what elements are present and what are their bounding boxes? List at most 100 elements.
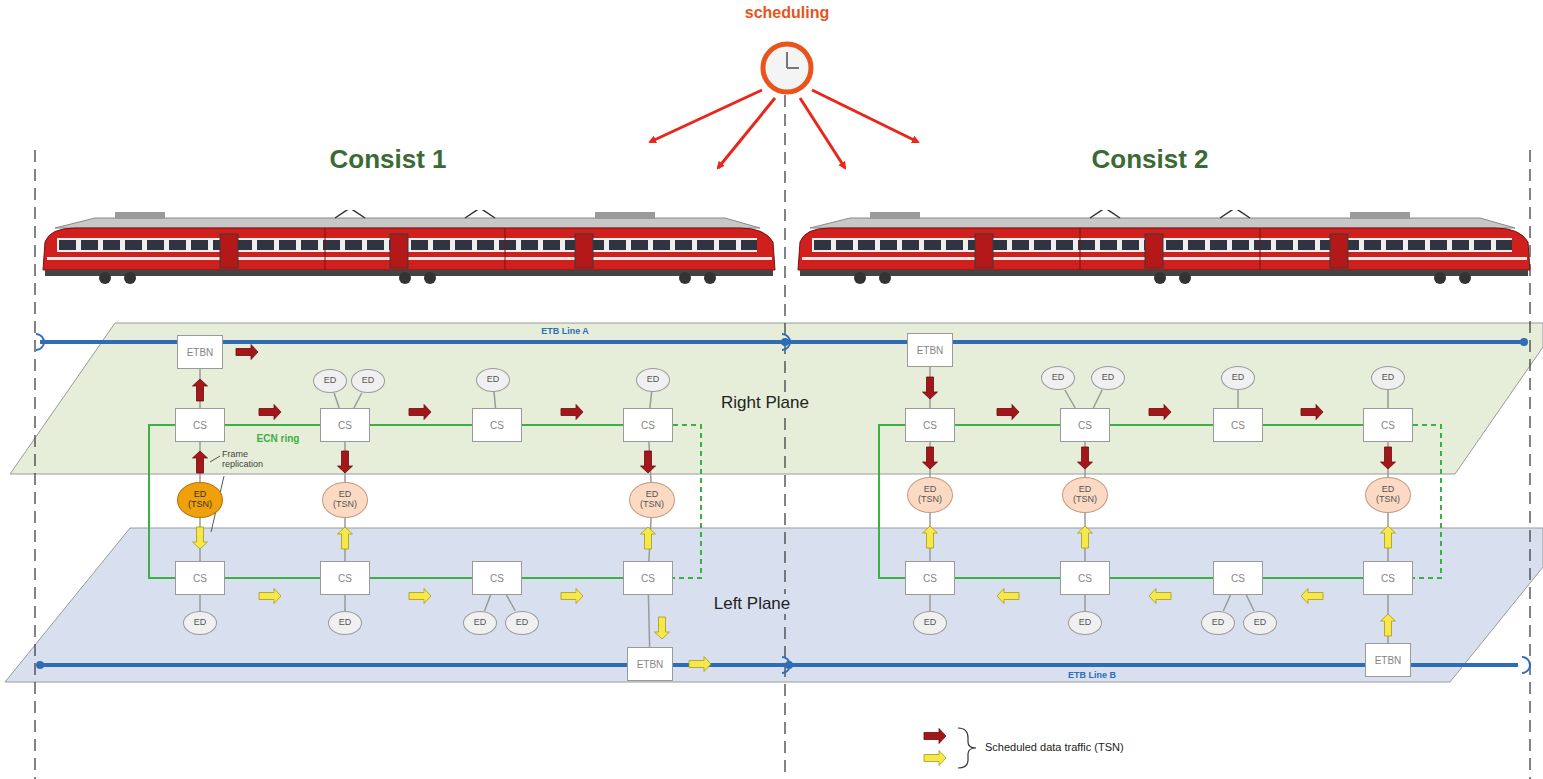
consist-switch-box: CS [175,561,225,595]
consist-switch-box: CS [320,561,370,595]
end-device-ellipse: ED [313,369,347,393]
traffic-arrow [409,405,431,420]
legend-text: Scheduled data traffic (TSN) [985,741,1124,754]
etbn-box: ETBN [627,647,673,681]
traffic-arrow [193,527,208,549]
node-text: ED [516,618,529,628]
ecn-ring-link [1110,424,1213,426]
end-device-ellipse: ED [1221,366,1255,390]
traffic-arrow [1381,447,1396,469]
plane-label: Left Plane [712,594,793,614]
consist-switch-box: CS [472,408,522,442]
clock-icon [763,44,811,92]
consist-switch-box: CS [1060,408,1110,442]
ecn-ring-link [225,577,320,579]
traffic-arrow [561,405,583,420]
node-text: ED [474,618,487,628]
etb-line-label: ETB Line B [1068,670,1116,680]
legend-brace [958,728,976,768]
traffic-arrow [259,405,281,420]
tsn-device-ellipse: ED (TSN) [1365,477,1411,513]
node-text: ED (TSN) [640,490,664,510]
node-text: ED (TSN) [918,485,942,505]
traffic-arrow [1078,526,1093,548]
end-device-ellipse: ED [1091,366,1125,390]
end-device-ellipse: ED [636,368,670,392]
end-device-ellipse: ED [1371,366,1405,390]
end-device-ellipse: ED [476,368,510,392]
consist-switch-box: CS [1363,561,1413,595]
consist-switch-box: CS [623,561,673,595]
traffic-arrow [236,345,258,360]
traffic-arrow [1381,614,1396,636]
node-text: CS [338,420,352,431]
traffic-arrow [997,589,1019,604]
traffic-arrow [561,589,583,604]
end-device-ellipse: ED [463,611,497,635]
traffic-arrow [193,451,208,473]
traffic-arrow [924,729,946,744]
consist-switch-box: CS [1213,561,1263,595]
etbn-box: ETBN [1365,643,1411,677]
traffic-arrow [259,589,281,604]
ecn-ring-link [522,577,623,579]
node-text: CS [1078,573,1092,584]
etb-joint [781,338,789,346]
etb-joint [1520,338,1528,346]
node-text: ED (TSN) [1376,485,1400,505]
node-text: ED [1212,618,1225,628]
consist-switch-box: CS [175,408,225,442]
node-text: ED [194,618,207,628]
consist-switch-box: CS [905,561,955,595]
node-text: ED [1254,618,1267,628]
consist-label: Consist 1 [329,145,446,175]
ecn-ring-link [879,425,905,578]
traffic-arrow [689,657,711,672]
node-text: ED [362,376,375,386]
right-plane [10,323,1543,474]
link-line [1093,390,1102,408]
link-line [1387,390,1389,408]
etb-joint [785,661,793,669]
traffic-arrow [409,589,431,604]
node-text: ETBN [637,659,664,670]
node-text: CS [338,573,352,584]
end-device-ellipse: ED [351,369,385,393]
end-device-ellipse: ED [1201,611,1235,635]
link-line [648,595,649,647]
ecn-ring-link [955,424,1060,426]
ecn-ring-link [673,425,701,578]
end-device-ellipse: ED [1243,611,1277,635]
separator-lines [35,95,1530,779]
schedule-arrows [650,90,918,168]
ecn-ring-link [1413,425,1441,578]
train-consist [798,208,1530,284]
node-text: CS [490,573,504,584]
traffic-arrow [923,526,938,548]
tsn-device-ellipse: ED (TSN) [177,482,223,518]
traffic-arrow [1149,589,1171,604]
traffic-arrow [641,451,656,473]
link-line [1237,390,1239,408]
ecn-ring-link [1263,424,1363,426]
node-text: CS [1231,420,1245,431]
tsn-device-ellipse: ED (TSN) [322,482,368,518]
etb-joint [36,661,44,669]
left-plane [5,528,1543,682]
traffic-arrow [1078,447,1093,469]
ecn-ring-link [225,424,320,426]
link-line [506,595,515,611]
end-device-ellipse: ED [505,611,539,635]
node-text: ETBN [1375,655,1402,666]
node-text: ED [924,618,937,628]
link-line [199,595,201,611]
ecn-ring-link [370,424,472,426]
node-text: CS [193,420,207,431]
tsn-device-ellipse: ED (TSN) [907,477,953,513]
etb-line [36,334,1530,673]
traffic-arrow [923,377,938,399]
link-line [485,595,491,611]
